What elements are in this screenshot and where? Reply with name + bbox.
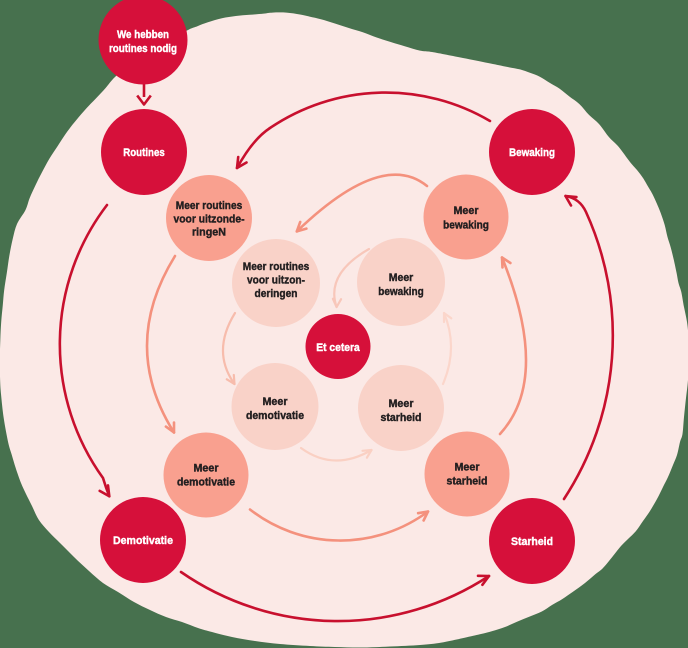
svg-text:Meer: Meer: [263, 396, 289, 408]
svg-text:Bewaking: Bewaking: [509, 147, 555, 159]
svg-text:routines nodig: routines nodig: [109, 43, 177, 55]
svg-text:Meer: Meer: [389, 398, 415, 410]
svg-text:Meer: Meer: [389, 272, 414, 284]
svg-text:demotivatie: demotivatie: [177, 477, 235, 489]
svg-text:Demotivatie: Demotivatie: [113, 535, 173, 547]
svg-text:We hebben: We hebben: [117, 29, 169, 41]
svg-text:Et cetera: Et cetera: [316, 342, 360, 354]
svg-text:Meer: Meer: [455, 462, 481, 474]
svg-text:deringen: deringen: [255, 288, 298, 300]
svg-text:demotivatie: demotivatie: [246, 410, 304, 422]
svg-text:bewaking: bewaking: [443, 219, 489, 231]
svg-text:Meer: Meer: [194, 463, 220, 475]
svg-text:Starheid: Starheid: [511, 536, 553, 548]
svg-text:bewaking: bewaking: [378, 286, 424, 298]
svg-text:Meer routines: Meer routines: [243, 261, 310, 273]
svg-text:Routines: Routines: [123, 147, 165, 159]
svg-text:starheid: starheid: [447, 476, 488, 488]
svg-text:Meer routines: Meer routines: [176, 200, 243, 212]
svg-text:ringeN: ringeN: [192, 227, 226, 239]
svg-text:voor uitzonde-: voor uitzonde-: [174, 213, 245, 225]
svg-text:Meer: Meer: [454, 205, 480, 217]
svg-text:voor uitzon-: voor uitzon-: [247, 274, 305, 286]
svg-text:starheid: starheid: [381, 412, 422, 424]
